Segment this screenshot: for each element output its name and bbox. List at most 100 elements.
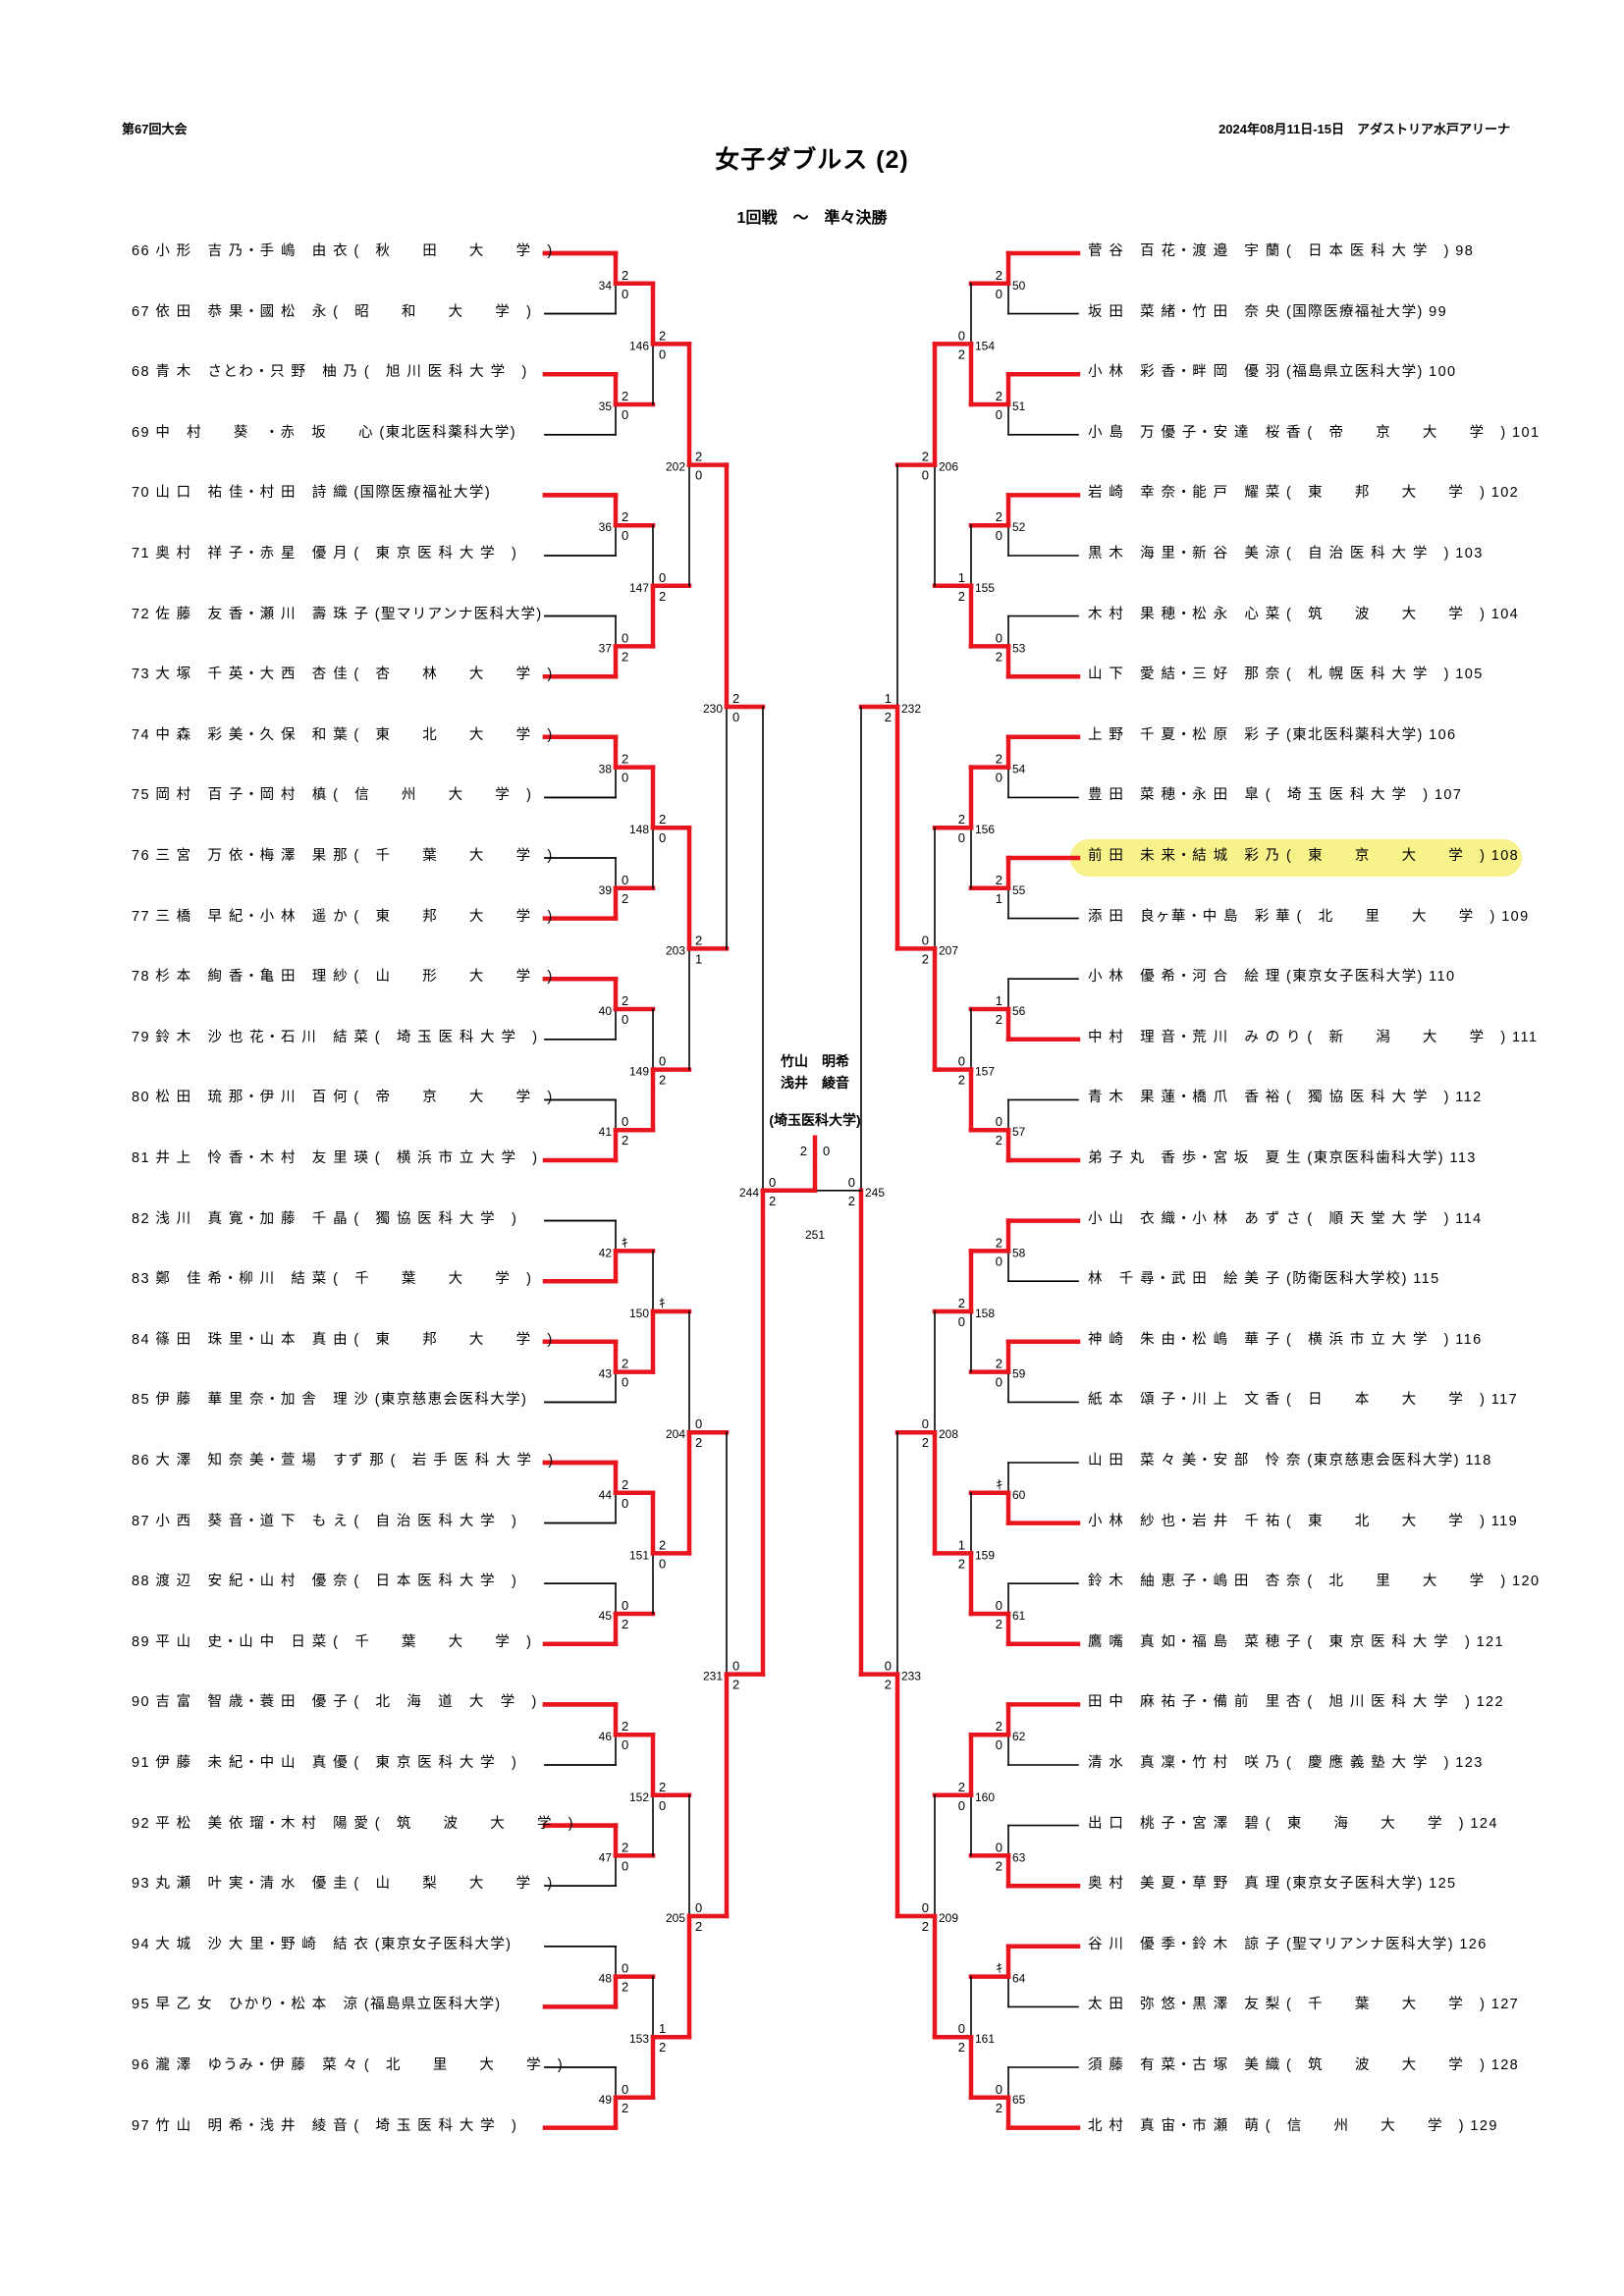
match-number: 205 <box>666 1911 685 1925</box>
entry-left: 69 中 村 葵 ・赤 坂 心 (東北医科薬科大学) <box>132 424 517 441</box>
final-match-number: 251 <box>805 1228 825 1242</box>
entry-right: 北 村 真 宙・市 瀬 萌 ( 信 州 大 学 ) 129 <box>1088 2117 1498 2134</box>
score-lower: 0 <box>996 771 1002 785</box>
score-upper: 2 <box>622 509 628 524</box>
score-lower: 0 <box>622 1375 628 1390</box>
score-lower: 2 <box>958 589 965 604</box>
score-upper: 0 <box>958 2021 965 2036</box>
entry-left: 79 鈴 木 沙 也 花・石 川 結 菜 ( 埼 玉 医 科 大 学 ) <box>132 1029 539 1045</box>
entry-right: 紙 本 頌 子・川 上 文 香 ( 日 本 大 学 ) 117 <box>1088 1392 1519 1409</box>
entry-left: 91 伊 藤 未 紀・中 山 真 優 ( 東 京 医 科 大 学 ) <box>132 1755 518 1771</box>
entry-right: 須 藤 有 菜・古 塚 美 織 ( 筑 波 大 学 ) 128 <box>1088 2057 1520 2073</box>
match-number: 46 <box>599 1730 613 1743</box>
match-number: 61 <box>1012 1609 1026 1623</box>
match-number: 150 <box>629 1307 649 1320</box>
entry-right: 田 中 麻 祐 子・備 前 里 杏 ( 旭 川 医 科 大 学 ) 122 <box>1088 1694 1504 1711</box>
match-number: 36 <box>599 520 613 534</box>
score-lower: 0 <box>958 1798 965 1813</box>
score-upper: 0 <box>695 1416 702 1431</box>
match-number: 38 <box>599 763 613 776</box>
score-upper: 0 <box>622 873 628 887</box>
entry-right: 小 林 優 希・河 合 絵 理 (東京女子医科大学) 110 <box>1088 969 1456 986</box>
entry-left: 66 小 形 吉 乃・手 嶋 由 衣 ( 秋 田 大 学 ) <box>132 243 554 259</box>
score-upper: 2 <box>958 812 965 827</box>
entry-right: 山 田 菜 々 美・安 部 怜 奈 (東京慈恵会医科大学) 118 <box>1088 1453 1492 1468</box>
match-number: 48 <box>599 1972 613 1986</box>
entry-left: 97 竹 山 明 希・浅 井 綾 音 ( 埼 玉 医 科 大 学 ) <box>132 2117 518 2134</box>
score-lower: 0 <box>996 1254 1002 1268</box>
highlight-band <box>1070 839 1522 877</box>
score-upper: ｷ <box>622 1235 628 1250</box>
score-lower: 2 <box>996 2101 1002 2115</box>
score-upper: 2 <box>996 509 1002 524</box>
match-number: 42 <box>599 1246 613 1259</box>
entry-right: 小 島 万 優 子・安 達 桜 香 ( 帝 京 大 学 ) 101 <box>1088 424 1541 441</box>
score-upper: 0 <box>958 328 965 343</box>
score-upper: 0 <box>922 933 929 947</box>
match-number: 65 <box>1012 2093 1026 2107</box>
score-upper: 2 <box>732 691 739 706</box>
score-upper: 2 <box>659 328 666 343</box>
match-number: 202 <box>666 460 685 474</box>
score-upper: 1 <box>885 691 892 706</box>
score-upper: 2 <box>659 1780 666 1794</box>
entry-right: 太 田 弥 悠・黒 澤 友 梨 ( 千 葉 大 学 ) 127 <box>1088 1997 1520 2013</box>
score-upper: 2 <box>996 1235 1002 1250</box>
match-number: 64 <box>1012 1972 1026 1986</box>
entry-left: 89 平 山 史・山 中 日 菜 ( 千 葉 大 学 ) <box>132 1633 533 1650</box>
match-number: 148 <box>629 823 649 836</box>
score-lower: 0 <box>958 830 965 845</box>
score-upper: 0 <box>695 1900 702 1915</box>
score-upper: 0 <box>659 1054 666 1069</box>
match-number: 149 <box>629 1065 649 1079</box>
entry-right: 小 林 彩 香・畔 岡 優 羽 (福島県立医科大学) 100 <box>1088 364 1457 381</box>
entry-right: 添 田 良ヶ華・中 島 彩 華 ( 北 里 大 学 ) 109 <box>1088 908 1530 925</box>
entry-left: 96 瀧 澤 ゆうみ・伊 藤 菜 々 ( 北 里 大 学 ) <box>132 2057 565 2073</box>
match-number: 156 <box>975 823 995 836</box>
entry-left: 88 渡 辺 安 紀・山 村 優 奈 ( 日 本 医 科 大 学 ) <box>132 1574 518 1590</box>
match-number: 53 <box>1012 641 1026 655</box>
champion-name-1: 竹山 明希 <box>781 1053 849 1069</box>
match-number: 51 <box>1012 400 1026 413</box>
score-upper: 2 <box>996 1719 1002 1734</box>
score-lower: 0 <box>996 407 1002 422</box>
match-number: 41 <box>599 1125 613 1139</box>
match-number: 203 <box>666 943 685 957</box>
entry-right: 鈴 木 紬 恵 子・嶋 田 杏 奈 ( 北 里 大 学 ) 120 <box>1088 1574 1541 1590</box>
score-upper: 1 <box>659 2021 666 2036</box>
score-lower: 1 <box>996 891 1002 906</box>
match-number: 60 <box>1012 1488 1026 1502</box>
entry-right: 林 千 尋・武 田 絵 美 子 (防衛医科大学校) 115 <box>1088 1271 1440 1288</box>
match-number: 45 <box>599 1609 613 1623</box>
entry-right: 出 口 桃 子・宮 澤 碧 ( 東 海 大 学 ) 124 <box>1088 1815 1498 1832</box>
score-lower: 0 <box>996 1375 1002 1390</box>
score-upper: 0 <box>922 1416 929 1431</box>
match-number: 59 <box>1012 1367 1026 1381</box>
entry-left: 72 佐 藤 友 香・瀬 川 壽 珠 子 (聖マリアンナ医科大学) <box>132 606 543 622</box>
score-lower: 2 <box>659 1073 666 1088</box>
entry-right: 奥 村 美 夏・草 野 真 理 (東京女子医科大学) 125 <box>1088 1876 1457 1893</box>
score-upper: 0 <box>996 1114 1002 1129</box>
match-number: 40 <box>599 1004 613 1018</box>
score-upper: 0 <box>996 1598 1002 1613</box>
score-lower: 2 <box>922 1435 929 1450</box>
entry-right: 弟 子 丸 香 歩・宮 坂 夏 生 (東京医科歯科大学) 113 <box>1088 1150 1477 1166</box>
match-number: 54 <box>1012 763 1026 776</box>
score-lower: 0 <box>622 1858 628 1873</box>
score-lower: 2 <box>922 951 929 966</box>
entry-left: 90 吉 富 智 歳・蓑 田 優 子 ( 北 海 道 大 学 ) <box>132 1694 538 1711</box>
score-lower: 0 <box>996 528 1002 543</box>
score-lower: 2 <box>848 1194 855 1208</box>
page-title: 女子ダブルス (2) <box>715 146 909 174</box>
entry-left: 76 三 宮 万 依・梅 澤 果 那 ( 千 葉 大 学 ) <box>132 848 554 864</box>
score-upper: 0 <box>732 1659 739 1674</box>
match-number: 39 <box>599 883 613 897</box>
champion-box: 竹山 明希 浅井 綾音 (埼玉医科大学) <box>746 1050 884 1131</box>
entry-left: 86 大 澤 知 奈 美・萱 場 すず 那 ( 岩 手 医 科 大 学 ) <box>132 1453 555 1468</box>
entry-left: 93 丸 瀬 叶 実・清 水 優 圭 ( 山 梨 大 学 ) <box>132 1876 554 1893</box>
entry-right: 谷 川 優 季・鈴 木 諒 子 (聖マリアンナ医科大学) 126 <box>1088 1936 1488 1952</box>
entry-left: 80 松 田 琉 那・伊 川 百 何 ( 帝 京 大 学 ) <box>132 1090 554 1106</box>
match-number: 58 <box>1012 1246 1026 1259</box>
score-upper: 2 <box>622 993 628 1008</box>
score-lower: 2 <box>622 1980 628 1995</box>
